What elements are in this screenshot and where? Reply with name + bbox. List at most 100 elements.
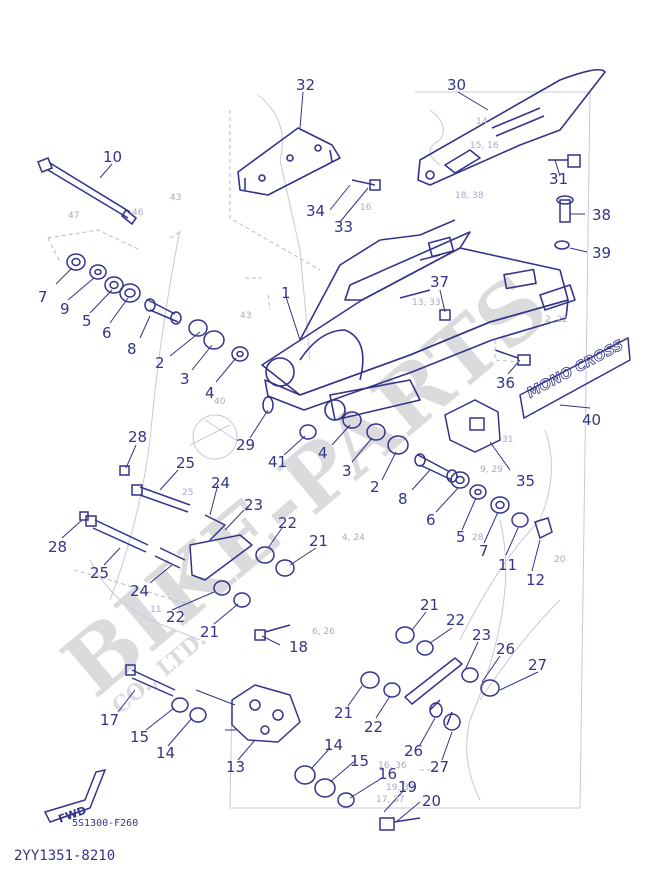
ref-number: 40 [214, 397, 226, 407]
ref-number: 46 [132, 208, 144, 218]
callout-label: 22 [364, 718, 383, 736]
chain-guard [417, 69, 606, 186]
callout-label: 10 [103, 148, 122, 166]
callout-label: 23 [244, 496, 263, 514]
callout-label: 22 [446, 611, 465, 629]
pivot-bushing-set-left [66, 253, 249, 362]
callout-label: 7 [479, 542, 489, 560]
callout-label: 8 [127, 340, 137, 358]
ref-number: 4, 24 [342, 533, 365, 543]
ref-number: 16 [360, 203, 372, 213]
ref-number: 18, 38 [455, 191, 484, 201]
callout-label: 33 [334, 218, 353, 236]
callout-label: 3 [342, 462, 352, 480]
ref-number: 28 [472, 533, 484, 543]
callout-label: 20 [422, 792, 441, 810]
callout-label: 31 [549, 170, 568, 188]
callout-label: 29 [236, 436, 255, 454]
callout-label: 9 [60, 300, 70, 318]
ref-number: 43 [240, 311, 251, 321]
callout-label: 32 [296, 76, 315, 94]
callout-label: 15 [350, 752, 369, 770]
document-code: 2YY1351-8210 [14, 848, 115, 864]
callout-label: 30 [447, 76, 466, 94]
callout-label: 3 [180, 370, 190, 388]
callout-label: 2 [370, 478, 380, 496]
ref-number: 19, 39 [386, 783, 415, 793]
callout-label: 28 [48, 538, 67, 556]
ref-number: 9, 29 [480, 465, 503, 475]
callout-label: 14 [324, 736, 343, 754]
callout-label: 24 [211, 474, 230, 492]
callout-label: 21 [309, 532, 328, 550]
callout-label: 27 [528, 656, 547, 674]
ref-number: 13, 33 [412, 298, 441, 308]
callout-label: 25 [176, 454, 195, 472]
relay-link [231, 684, 301, 743]
callouts: 32 30 10 31 34 33 38 39 7 9 5 6 8 1 37 2… [38, 76, 611, 810]
callout-label: 11 [498, 556, 517, 574]
callout-label: 27 [430, 758, 449, 776]
callout-label: 2 [155, 354, 165, 372]
ref-number: 2, 22 [545, 315, 568, 325]
callout-label: 35 [516, 472, 535, 490]
ref-number: 47 [68, 211, 79, 221]
callout-label: 37 [430, 273, 449, 291]
ref-number: 15, 16 [470, 141, 499, 151]
callout-label: 1 [281, 284, 291, 302]
callout-label: 17 [100, 711, 119, 729]
callout-label: 6 [426, 511, 436, 529]
callout-label: 4 [205, 384, 215, 402]
ref-number: 43 [170, 193, 181, 203]
callout-label: 18 [289, 638, 308, 656]
bolts-and-nuts [79, 154, 581, 831]
callout-label: 12 [526, 571, 545, 589]
ref-number: 17, 37 [376, 795, 405, 805]
callout-label: 22 [166, 608, 185, 626]
callout-label: 21 [420, 596, 439, 614]
callout-label: 41 [268, 453, 287, 471]
ref-number: 14 [476, 117, 488, 127]
chain-puller-block [444, 399, 501, 453]
ref-number: 20 [554, 555, 566, 565]
callout-label: 14 [156, 744, 175, 762]
callout-label: 5 [456, 528, 466, 546]
callout-label: 8 [398, 490, 408, 508]
chain-slider-cover [237, 127, 341, 196]
figure-code: 5S1300-F260 [72, 818, 138, 829]
callout-label: 7 [38, 288, 48, 306]
reference-numbers: 43 47 46 43 16 14 15, 16 18, 38 13, 33 2… [68, 117, 568, 805]
background-ghost-lines [89, 91, 591, 809]
ref-number: 6, 26 [312, 627, 335, 637]
callout-label: 36 [496, 374, 515, 392]
swingarm [261, 219, 576, 421]
callout-label: 25 [90, 564, 109, 582]
ref-number: 16, 36 [378, 761, 407, 771]
callout-label: 38 [592, 206, 611, 224]
pivot-shaft [36, 156, 138, 226]
leader-lines [55, 91, 591, 823]
callout-label: 16 [378, 765, 397, 783]
ref-number: 25 [182, 488, 193, 498]
pivot-bushing-set-right [299, 411, 553, 540]
callout-label: 21 [200, 623, 219, 641]
ref-number: 31 [502, 435, 513, 445]
callout-label: 26 [496, 640, 515, 658]
callout-label: 26 [404, 742, 423, 760]
callout-label: 40 [582, 411, 601, 429]
callout-label: 15 [130, 728, 149, 746]
callout-label: 24 [130, 582, 149, 600]
callout-label: 23 [472, 626, 491, 644]
ref-number: 11 [150, 605, 161, 615]
callout-label: 4 [318, 444, 328, 462]
callout-label: 39 [592, 244, 611, 262]
callout-label: 34 [306, 202, 325, 220]
reference-dashed-lines [47, 110, 521, 771]
callout-label: 6 [102, 324, 112, 342]
callout-label: 19 [398, 778, 417, 796]
callout-label: 22 [278, 514, 297, 532]
callout-label: 13 [226, 758, 245, 776]
callout-label: 5 [82, 312, 92, 330]
callout-label: 21 [334, 704, 353, 722]
